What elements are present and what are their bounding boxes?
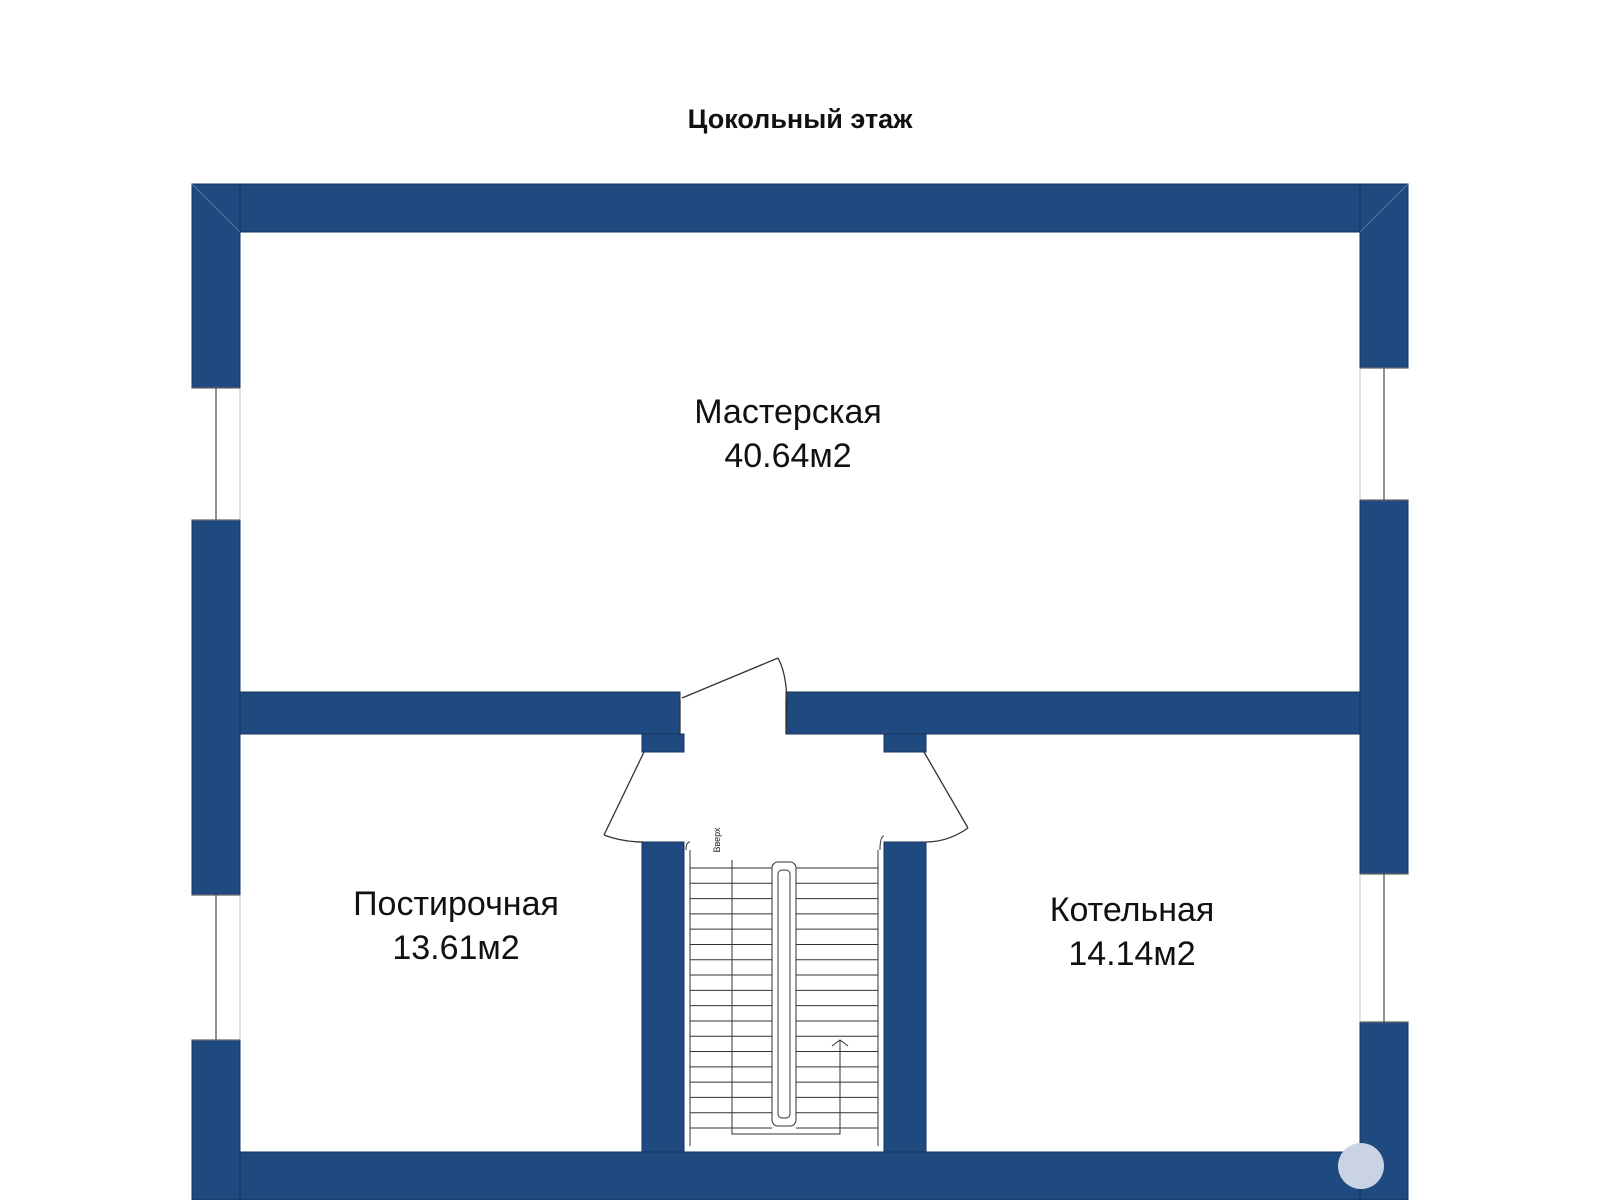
room-label-workshop: Мастерская 40.64м2 [588, 390, 988, 478]
window-left-top [192, 387, 241, 521]
window-right-bottom [1359, 873, 1408, 1023]
page-title: Цокольный этаж [687, 104, 913, 134]
center-rail [771, 861, 797, 1127]
corner-bevels [191, 183, 1409, 233]
stair-wall-left [641, 841, 685, 1153]
door-jamb-right [883, 733, 927, 753]
outer-wall-right-2 [1359, 499, 1409, 875]
outer-wall-bottom [191, 1151, 1409, 1200]
room-area: 14.14м2 [1068, 935, 1196, 974]
doors [603, 657, 969, 843]
outer-wall-right-1 [1359, 183, 1409, 369]
room-label-boiler: Котельная 14.14м2 [932, 888, 1332, 976]
room-area: 13.61м2 [392, 929, 520, 968]
room-name: Мастерская [694, 393, 882, 431]
window-right-top [1359, 367, 1408, 501]
room-label-laundry: Постирочная 13.61м2 [256, 882, 656, 970]
door-jamb-left [641, 733, 685, 753]
room-area: 40.64м2 [724, 437, 852, 476]
staircase [685, 835, 885, 1146]
door-laundry [603, 751, 645, 843]
outer-wall-left-2 [191, 519, 241, 896]
walls [191, 183, 1409, 1200]
windows [192, 367, 1408, 1041]
outer-wall-left-1 [191, 183, 241, 389]
room-name: Котельная [1049, 891, 1215, 929]
window-left-bottom [192, 894, 241, 1041]
door-boiler [923, 751, 969, 843]
outer-wall-top [191, 183, 1409, 233]
door-workshop [679, 657, 788, 734]
stair-steps [690, 867, 878, 1129]
watermark-logo-icon [1338, 1143, 1384, 1189]
stair-wall-right [883, 841, 927, 1153]
stair-direction-arrow [731, 860, 841, 1135]
room-name: Постирочная [353, 885, 559, 923]
outer-wall-left-3 [191, 1039, 241, 1200]
interior-wall-left [239, 691, 681, 735]
stair-direction-label: Вверх [712, 827, 722, 853]
interior-wall-right [785, 691, 1361, 735]
